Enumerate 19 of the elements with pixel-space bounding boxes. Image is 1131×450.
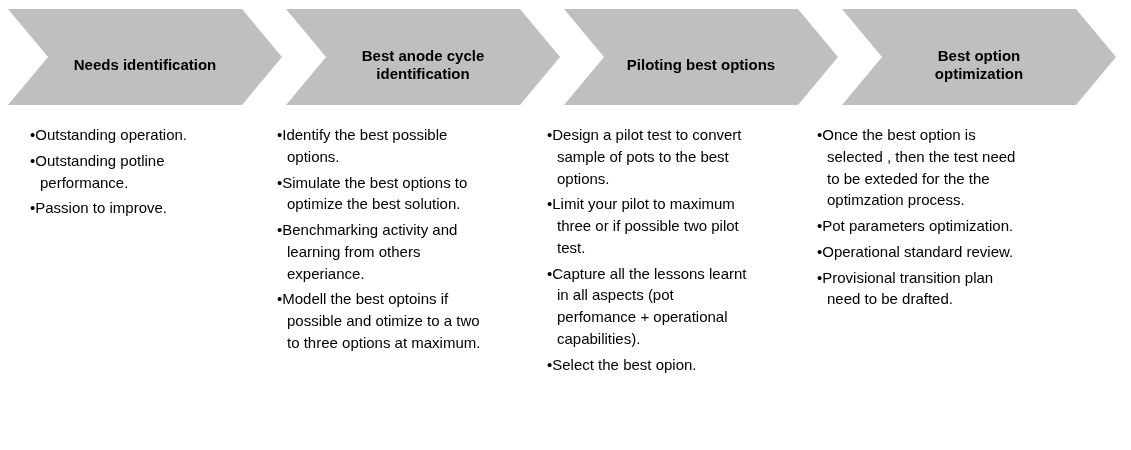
bullet-point: •Simulate the best options to optimize the best solution. (277, 172, 469, 215)
bullet-point: •Capture all the lessons learnt in all aspects (pot perfomance + operational capabilities). (547, 263, 748, 349)
bullet-point: •Operational standard review. (817, 241, 1015, 262)
bullet-point: •Design a pilot test to convert sample of pots to the best options. (547, 125, 743, 189)
step-heading: Best anode cycle identification (360, 47, 486, 83)
bullet-point: •Modell the best optoins if possible and otimize to a two to three options at maximum. (277, 289, 482, 353)
bullet-point: •Provisional transition plan need to be drafted. (817, 267, 995, 310)
bullet-point: •Select the best opion. (547, 354, 698, 375)
step-heading: Needs identification (72, 56, 218, 74)
bullet-point: •Once the best option is selected , then the test need to be exteded for the the optimzation process. (817, 125, 1017, 211)
bullet-point: •Pot parameters optimization. (817, 216, 1015, 236)
bullet-point: •Limit your pilot to maximum three or if possible two pilot test. (547, 194, 740, 258)
bullet-point: •Outstanding potline performance. (30, 150, 166, 193)
step-heading: Best option optimization (933, 47, 1025, 83)
bullet-point: •Benchmarking activity and learning from others experiance. (277, 220, 459, 284)
bullet-point: •Passion to improve. (30, 198, 168, 219)
step-heading: Piloting best options (625, 56, 777, 74)
bullet-point: •Identify the best possible options. (277, 125, 449, 167)
bullet-point: •Outstanding operation. (30, 125, 189, 145)
